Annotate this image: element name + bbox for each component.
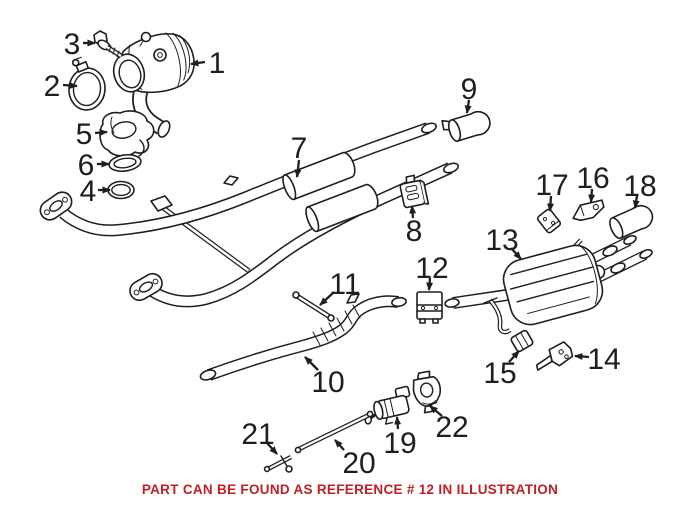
- part-11-stud-bolt: [292, 291, 335, 322]
- part-6-gasket: [108, 153, 142, 173]
- callout-14-arrow: [574, 353, 590, 361]
- part-19-actuator: [364, 385, 411, 425]
- callout-20-label: 20: [342, 447, 375, 480]
- callout-17-arrow: [547, 195, 554, 212]
- callout-17-label: 17: [535, 169, 568, 202]
- callout-19-label: 19: [383, 427, 416, 460]
- callout-18-label: 18: [623, 170, 656, 203]
- callout-22-arrow: [429, 405, 443, 417]
- callout-8-arrow: [409, 205, 417, 219]
- callout-21-arrow: [266, 442, 278, 455]
- callout-13-label: 13: [485, 224, 518, 257]
- part-14-support-bracket: [535, 341, 574, 371]
- callout-16-arrow: [588, 188, 596, 203]
- callout-10-label: 10: [311, 366, 344, 399]
- callout-2-arrow: [62, 81, 78, 89]
- callout-10-arrow: [304, 356, 319, 371]
- reference-note: PART CAN BE FOUND AS REFERENCE # 12 IN I…: [141, 482, 559, 497]
- callout-12-label: 12: [415, 252, 448, 285]
- part-12-control-unit: [416, 291, 443, 324]
- callout-1-label: 1: [209, 47, 226, 80]
- part-21-pin-bolt: [263, 455, 293, 473]
- part-13-rear-muffler: [444, 234, 653, 335]
- flex-section-hatching: [312, 304, 361, 346]
- part-20-rod: [294, 410, 374, 454]
- callout-21-label: 21: [241, 418, 274, 451]
- callout-11-label: 11: [329, 268, 360, 301]
- part-15-rubber-mount-rear: [510, 329, 534, 353]
- callout-6-label: 6: [78, 149, 95, 182]
- callout-9-label: 9: [461, 73, 478, 106]
- callout-5-label: 5: [76, 118, 93, 151]
- callout-13-arrow: [510, 247, 522, 260]
- part-9-pipe-clamp: [441, 111, 491, 142]
- callout-14-label: 14: [587, 343, 620, 376]
- callout-5-arrow: [94, 129, 108, 137]
- part-7-front-pipes: [39, 122, 459, 308]
- callout-3-label: 3: [64, 28, 81, 61]
- part-22-actuator-bracket: [412, 370, 442, 414]
- part-17-mount-block: [536, 208, 562, 234]
- callout-19-arrow: [394, 416, 402, 430]
- part-10-center-pipe: [199, 293, 407, 381]
- part-3-bolt: [93, 30, 123, 59]
- callout-18-arrow: [632, 195, 640, 209]
- callout-16-label: 16: [576, 162, 609, 195]
- part-16-holder-bracket: [572, 199, 605, 222]
- part-5-heat-shield: [99, 110, 155, 157]
- part-1-catalytic-converter: [112, 31, 195, 138]
- callout-8-label: 8: [406, 215, 423, 248]
- callout-2-label: 2: [44, 70, 61, 103]
- callout-22-label: 22: [435, 411, 468, 444]
- callout-15-label: 15: [483, 357, 516, 390]
- callout-11-arrow: [319, 291, 335, 306]
- callout-4-label: 4: [80, 175, 97, 208]
- part-8-rubber-mount: [399, 174, 430, 209]
- callout-7-label: 7: [291, 132, 308, 165]
- part-18-sleeve: [609, 204, 654, 240]
- part-4-seal-ring: [107, 180, 135, 200]
- callout-20-arrow: [334, 439, 345, 451]
- part-2-v-band-clamp: [68, 56, 106, 111]
- callout-7-arrow: [294, 159, 302, 178]
- callout-9-arrow: [464, 99, 472, 114]
- callout-15-arrow: [508, 350, 520, 363]
- callout-1-arrow: [190, 59, 206, 67]
- callout-12-arrow: [426, 277, 434, 291]
